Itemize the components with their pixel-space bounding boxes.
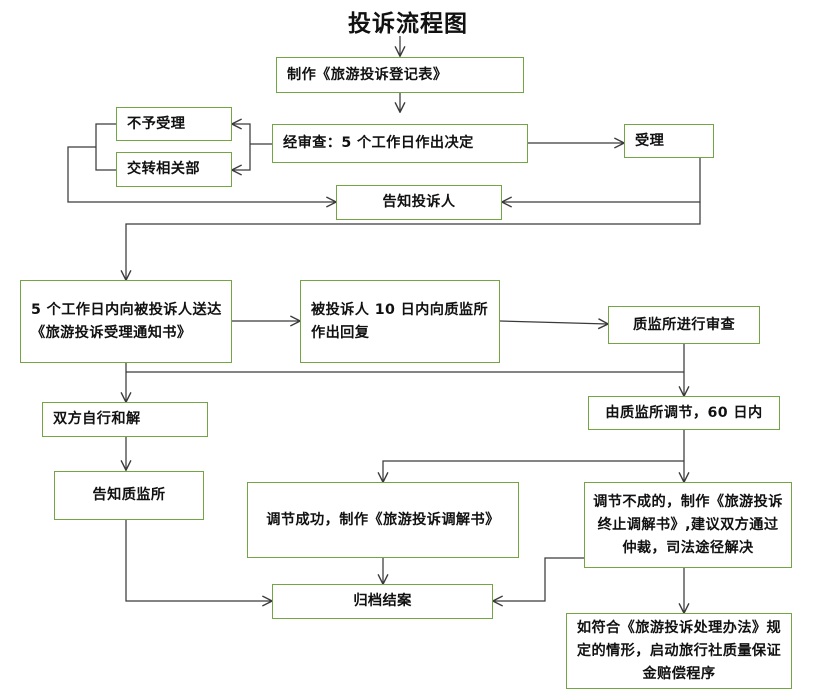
node-label: 双方自行和解: [53, 411, 141, 427]
node-label: 质监所进行审查: [632, 316, 736, 333]
node-inform-quality-office[interactable]: 告知质监所: [54, 471, 204, 520]
node-label: 由质监所调节，60 日内: [605, 404, 763, 421]
node-mediation-failed[interactable]: 调节不成的，制作《旅游投诉终止调解书》,建议双方通过仲裁，司法途径解决: [584, 482, 792, 568]
node-mediation-60-days[interactable]: 由质监所调节，60 日内: [588, 396, 780, 430]
node-review-decision-5-days[interactable]: 经审查：5 个工作日作出决定: [272, 124, 528, 163]
node-label: 5 个工作日内向被投诉人送达《旅游投诉受理通知书》: [31, 301, 222, 341]
node-not-accepted[interactable]: 不予受理: [116, 107, 232, 141]
node-label: 告知投诉人: [382, 194, 456, 210]
node-label: 不予受理: [127, 115, 186, 132]
node-label: 交转相关部: [127, 161, 200, 177]
node-label: 归档结案: [353, 593, 412, 609]
node-quality-deposit-compensation[interactable]: 如符合《旅游投诉处理办法》规定的情形，启动旅行社质量保证金赔偿程序: [566, 613, 792, 689]
node-quality-office-review[interactable]: 质监所进行审查: [608, 306, 760, 344]
node-label: 制作《旅游投诉登记表》: [287, 66, 448, 83]
node-label: 受理: [635, 132, 665, 149]
node-deliver-acceptance-notice[interactable]: 5 个工作日内向被投诉人送达《旅游投诉受理通知书》: [20, 280, 232, 363]
node-archive-close-case[interactable]: 归档结案: [272, 584, 493, 619]
node-notify-complainant[interactable]: 告知投诉人: [336, 185, 502, 220]
node-label: 调节不成的，制作《旅游投诉终止调解书》,建议双方通过仲裁，司法途径解决: [593, 493, 783, 556]
node-transfer-department[interactable]: 交转相关部: [116, 152, 232, 187]
node-mediation-success[interactable]: 调节成功，制作《旅游投诉调解书》: [247, 482, 519, 558]
node-create-complaint-register[interactable]: 制作《旅游投诉登记表》: [276, 57, 524, 93]
node-respondent-reply-10-days[interactable]: 被投诉人 10 日内向质监所作出回复: [300, 280, 500, 363]
node-parties-settle-themselves[interactable]: 双方自行和解: [42, 402, 208, 437]
node-label: 调节成功，制作《旅游投诉调解书》: [266, 511, 500, 528]
node-label: 被投诉人 10 日内向质监所作出回复: [311, 301, 489, 341]
node-label: 告知质监所: [92, 487, 166, 503]
page-title: 投诉流程图: [348, 11, 468, 37]
node-accepted[interactable]: 受理: [624, 124, 714, 158]
node-label: 如符合《旅游投诉处理办法》规定的情形，启动旅行社质量保证金赔偿程序: [576, 619, 782, 682]
node-label: 经审查：5 个工作日作出决定: [283, 135, 474, 151]
